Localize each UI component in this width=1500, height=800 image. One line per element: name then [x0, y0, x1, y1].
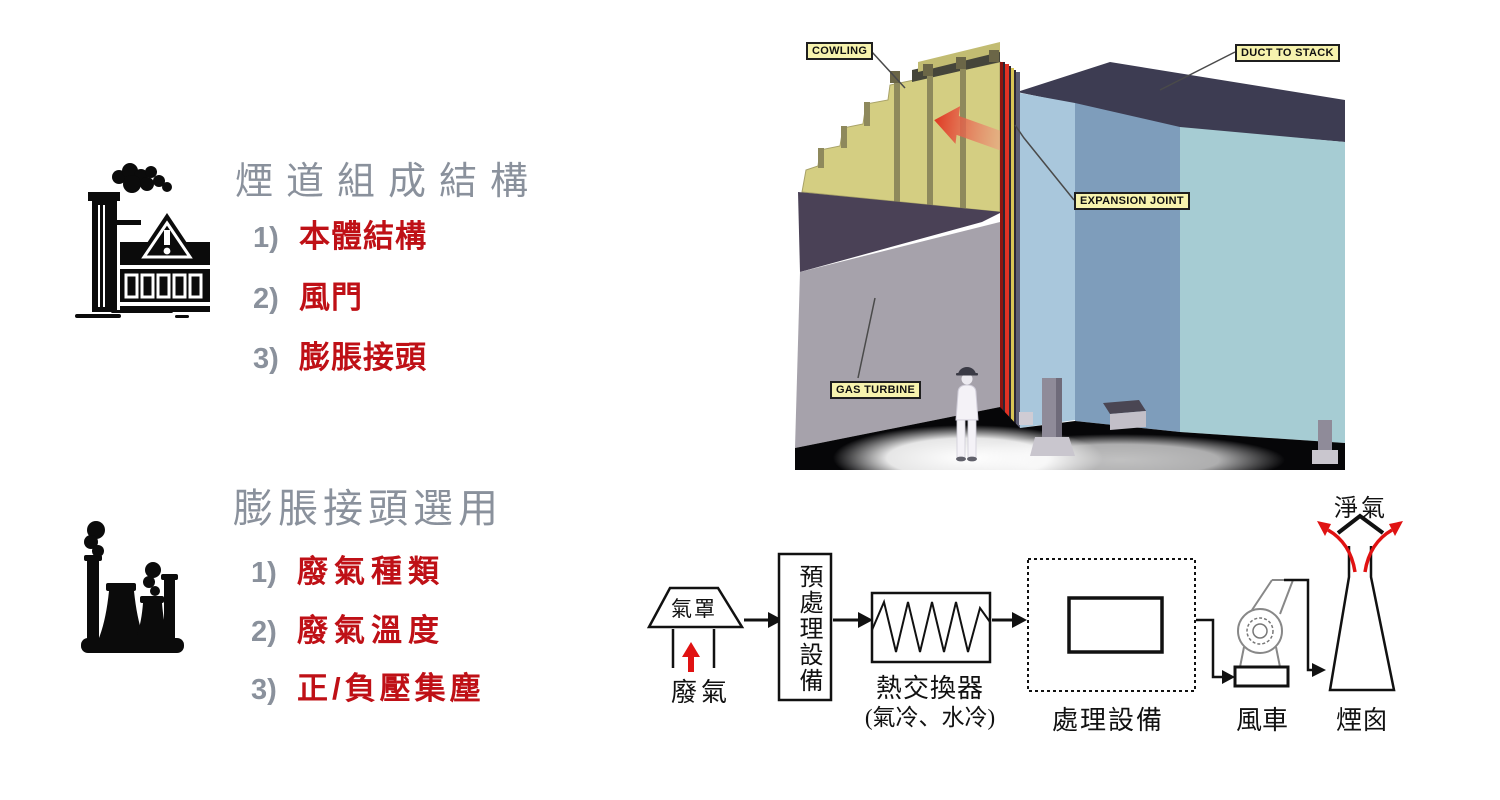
item-label: 膨脹接頭: [299, 340, 427, 375]
flow-arrow-3: [992, 612, 1027, 628]
flow-arrow-5: [1284, 578, 1326, 677]
item-number: 3): [251, 674, 277, 706]
fan-label: 風車: [1235, 706, 1288, 735]
section-1-item-1: 1) 本體結構: [253, 211, 427, 256]
section-1-item-2: 2) 風門: [253, 272, 363, 317]
gas-turbine-label: GAS TURBINE: [830, 381, 922, 399]
stack-shape: [1328, 513, 1396, 692]
duct-3d-drawing: [795, 42, 1345, 491]
gas-treatment-flow-diagram: 氣罩 廢氣 預處理設備 熱交換器 (氣冷、水冷) 處理設備 風車 煙囪 淨氣: [630, 480, 1470, 780]
hood-label: 氣罩: [671, 597, 717, 621]
item-number: 3): [253, 343, 279, 375]
person-figure: [955, 367, 979, 462]
waste-gas-label: 廢氣: [670, 678, 731, 707]
section-2-heading: 膨脹接頭選用: [233, 487, 503, 531]
cowling-label: COWLING: [806, 42, 874, 60]
treatment-label: 處理設備: [1051, 706, 1164, 735]
pretreatment-box: [777, 552, 833, 702]
heat-exchanger-note: (氣冷、水冷): [864, 705, 996, 730]
section-1-heading: 煙道組成結構: [235, 161, 542, 203]
flow-arrow-2: [833, 612, 873, 628]
treatment-box: [1027, 558, 1196, 692]
fan-shape: [1233, 579, 1294, 688]
power-plant-icon: [81, 521, 184, 653]
section-2-item-3: 3) 正/負壓集塵: [251, 663, 485, 708]
item-label: 廢氣種類: [297, 554, 445, 589]
label-leader-lines: [857, 51, 1236, 379]
item-label: 風門: [299, 280, 363, 315]
duct-to-stack-label: DUCT TO STACK: [1235, 44, 1340, 62]
section-2-item-2: 2) 廢氣溫度: [251, 605, 445, 650]
clean-gas-label: 淨氣: [1334, 496, 1388, 522]
cowling-structure: [801, 42, 1003, 213]
item-number: 2): [251, 616, 277, 648]
item-label: 本體結構: [299, 219, 427, 254]
flow-diagram-drawing: [646, 513, 1403, 702]
expansion-joint-stripes: [1000, 62, 1033, 433]
item-label: 廢氣溫度: [297, 613, 445, 648]
flow-arrow-4: [1196, 618, 1235, 684]
clean-gas-arrows: [1317, 521, 1403, 573]
expansion-joint-label: EXPANSION JOINT: [1074, 192, 1190, 210]
duct-3d-illustration: COWLING DUCT TO STACK EXPANSION JOINT GA…: [790, 20, 1360, 491]
factory-warning-icon: [75, 163, 210, 318]
item-number: 2): [253, 283, 279, 315]
item-number: 1): [251, 557, 277, 589]
stack-label: 煙囪: [1335, 706, 1388, 735]
section-2-item-1: 1) 廢氣種類: [251, 546, 445, 591]
duct-block: [1017, 62, 1345, 443]
flow-arrow-1: [744, 612, 783, 628]
duct-supports: [1030, 378, 1338, 464]
hood-shape: [646, 586, 745, 668]
section-1-item-3: 3) 膨脹接頭: [253, 332, 427, 377]
flow-direction-arrow: [934, 106, 1003, 151]
item-label: 正/負壓集塵: [297, 671, 485, 706]
waste-gas-arrow: [682, 642, 700, 672]
heat-exchanger-box: [870, 591, 992, 664]
pretreatment-label: 預處理設備: [795, 564, 821, 694]
heat-exchanger-label: 熱交換器: [875, 674, 984, 703]
item-number: 1): [253, 222, 279, 254]
